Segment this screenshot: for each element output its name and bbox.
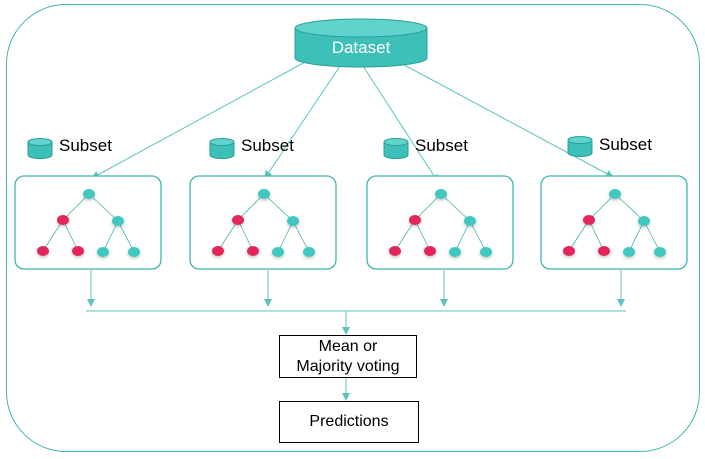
decision-trees xyxy=(37,189,666,257)
tree-node-teal xyxy=(97,247,109,257)
subset-label-1: Subset xyxy=(59,136,112,155)
tree-node-teal xyxy=(609,189,621,199)
tree-node-red xyxy=(37,246,49,256)
tree-box-2 xyxy=(189,175,337,270)
tree-edge xyxy=(469,220,487,253)
tree-edge xyxy=(454,220,471,253)
tree-edge xyxy=(440,193,471,222)
tree-edge xyxy=(568,219,590,252)
tree-node-red xyxy=(232,215,244,225)
arrow-to-tree-3 xyxy=(362,65,439,183)
dataset-cylinder-icon xyxy=(294,18,428,68)
tree-box-4 xyxy=(540,175,688,270)
tree-boxes xyxy=(14,175,688,270)
tree-node-red xyxy=(598,246,610,256)
aggregator-box: Mean or Majority voting xyxy=(279,335,417,378)
tree-edge xyxy=(292,220,310,253)
tree-node-teal xyxy=(654,247,666,257)
tree-node-teal xyxy=(638,216,650,226)
tree-node-red xyxy=(57,215,69,225)
tree-edge xyxy=(394,219,416,252)
tree-edge xyxy=(62,219,79,252)
tree-node-teal xyxy=(272,247,284,257)
tree-node-teal xyxy=(449,247,461,257)
tree-node-teal xyxy=(435,189,447,199)
tree-node-teal xyxy=(128,247,140,257)
tree-edge xyxy=(102,220,119,253)
tree-node-teal xyxy=(258,189,270,199)
dataset-label: Dataset xyxy=(331,38,391,57)
tree-edge xyxy=(217,219,239,252)
subset-cylinder-icon xyxy=(567,136,593,157)
tree-node-teal xyxy=(83,189,95,199)
subset-label-3: Subset xyxy=(415,136,468,155)
tree-edge xyxy=(277,220,294,253)
tree-edge xyxy=(628,220,645,253)
tree-node-red xyxy=(563,246,575,256)
predictions-box: Predictions xyxy=(279,401,419,443)
tree-edge xyxy=(414,193,442,221)
tree-edge xyxy=(414,219,431,252)
subset-label-4: Subset xyxy=(599,135,652,154)
aggregation-arrows xyxy=(86,270,626,401)
tree-node-teal xyxy=(480,247,492,257)
tree-node-teal xyxy=(623,247,635,257)
tree-edge xyxy=(42,219,64,252)
tree-box-3 xyxy=(366,175,514,270)
tree-node-teal xyxy=(112,216,124,226)
tree-edge xyxy=(643,220,661,253)
tree-node-red xyxy=(212,246,224,256)
tree-edge xyxy=(614,193,645,222)
tree-edge xyxy=(588,219,605,252)
tree-node-red xyxy=(72,246,84,256)
arrow-to-tree-4 xyxy=(394,59,614,178)
tree-box-1 xyxy=(14,175,162,270)
tree-node-red xyxy=(389,246,401,256)
tree-node-red xyxy=(583,215,595,225)
tree-node-red xyxy=(247,246,259,256)
tree-node-teal xyxy=(464,216,476,226)
subset-label-2: Subset xyxy=(241,136,294,155)
tree-edge xyxy=(117,220,135,253)
predictions-label: Predictions xyxy=(309,413,389,430)
subset-cylinder-icon xyxy=(209,138,235,159)
tree-node-red xyxy=(424,246,436,256)
dataset-arrows xyxy=(91,54,614,183)
tree-edge xyxy=(237,193,265,221)
arrow-to-tree-1 xyxy=(91,54,319,179)
tree-node-teal xyxy=(303,247,315,257)
tree-edge xyxy=(588,193,616,221)
tree-edge xyxy=(62,193,90,221)
outer-frame xyxy=(6,4,700,452)
tree-edge xyxy=(237,219,254,252)
tree-edge xyxy=(88,193,119,222)
subset-cylinder-icon xyxy=(27,138,53,159)
tree-node-red xyxy=(409,215,421,225)
tree-node-teal xyxy=(287,216,299,226)
arrow-to-tree-2 xyxy=(264,65,341,179)
subset-cylinder-icon xyxy=(383,138,409,159)
aggregator-line-2: Majority voting xyxy=(296,357,400,375)
tree-edge xyxy=(263,193,294,222)
aggregator-line-1: Mean or xyxy=(318,337,378,355)
subset-icons xyxy=(27,136,593,159)
